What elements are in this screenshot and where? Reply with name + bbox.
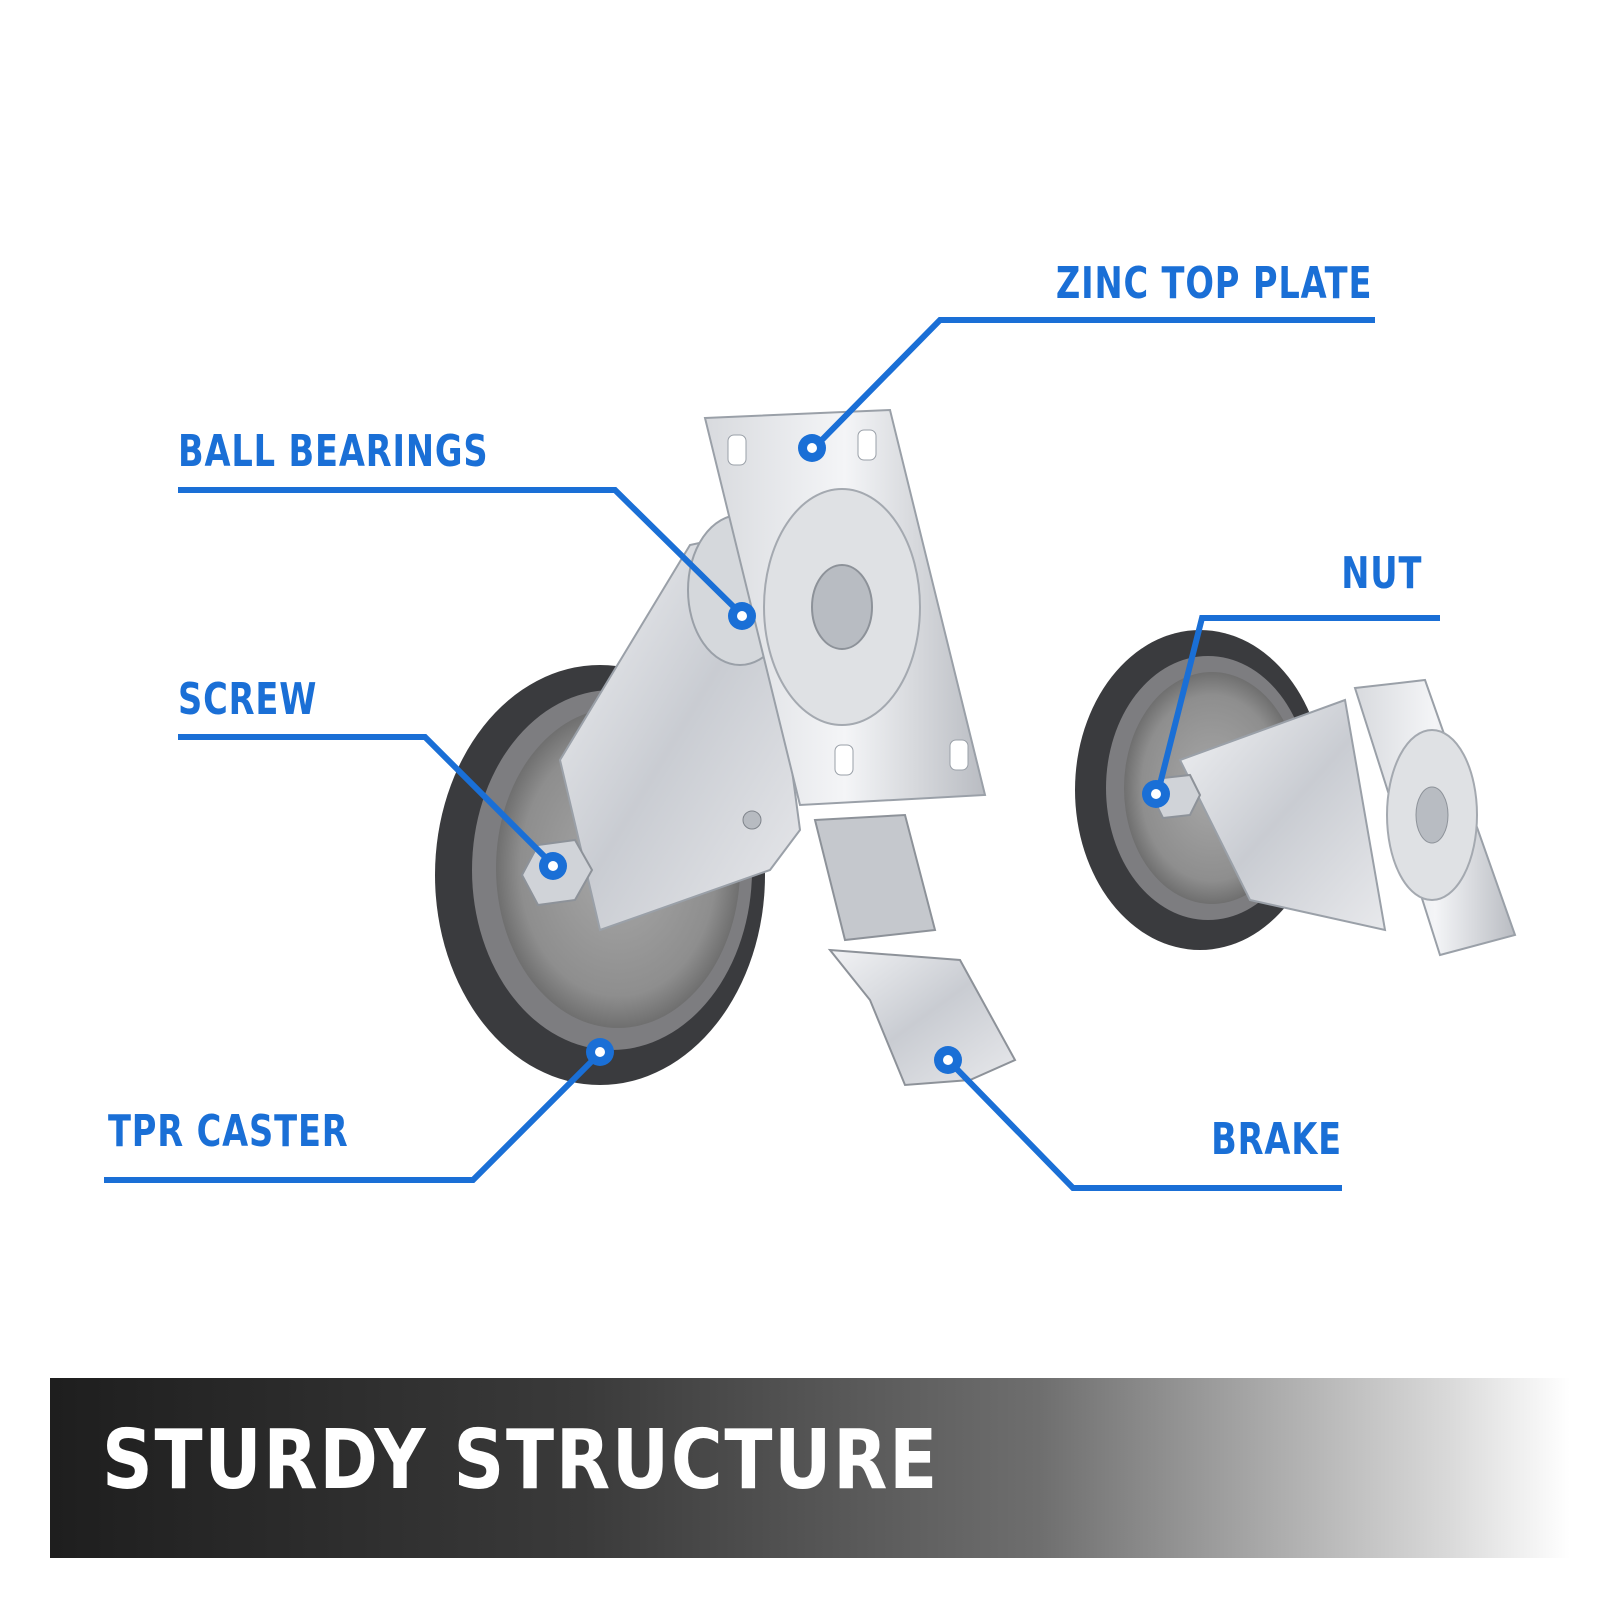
callout-dots — [539, 434, 1170, 1074]
small-caster — [1075, 630, 1517, 957]
brake-housing — [813, 813, 937, 942]
label-brake: BRAKE — [1211, 1114, 1342, 1165]
dot-center — [943, 1055, 953, 1065]
dot-center — [1151, 789, 1161, 799]
fork — [1178, 698, 1387, 932]
dot-center — [595, 1047, 605, 1057]
leader-brake — [945, 1057, 1342, 1191]
rivet — [742, 810, 762, 830]
label-tpr-caster: TPR CASTER — [108, 1106, 349, 1157]
leader-zinc-top-plate — [809, 317, 1375, 453]
plate-hole — [949, 739, 969, 771]
leader-lines — [104, 317, 1440, 1191]
leader-nut — [1155, 615, 1440, 793]
plate-hole — [727, 434, 747, 466]
banner-title: STURDY STRUCTURE — [102, 1413, 940, 1508]
dot-center — [737, 611, 747, 621]
leader-ball-bearings — [178, 487, 745, 618]
leader-screw — [178, 734, 556, 868]
label-zinc-top-plate: ZINC TOP PLATE — [1055, 258, 1372, 309]
label-nut: NUT — [1341, 548, 1422, 599]
leader-tpr-caster — [104, 1050, 603, 1183]
plate-hole — [857, 429, 877, 461]
label-ball-bearings: BALL BEARINGS — [178, 426, 489, 477]
plate-hole — [834, 744, 854, 776]
label-screw: SCREW — [178, 674, 318, 725]
bottom-banner: STURDY STRUCTURE — [50, 1378, 1570, 1558]
large-caster — [435, 408, 1017, 1087]
top-plate-center — [811, 564, 873, 650]
dot-center — [807, 443, 817, 453]
dot-center — [548, 861, 558, 871]
brake-pedal — [827, 948, 1017, 1087]
top-plate-center — [1415, 786, 1449, 844]
